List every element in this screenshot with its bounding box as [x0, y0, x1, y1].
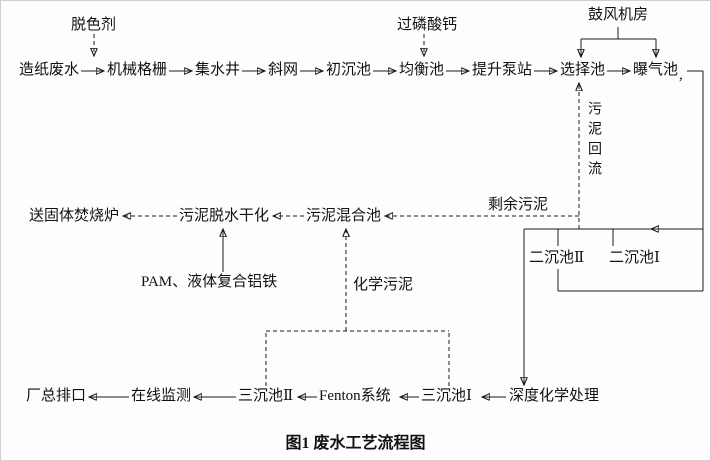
node-tertiary-tank-1: 三沉池Ⅰ — [421, 388, 472, 404]
node-decolorant: 脱色剂 — [71, 17, 117, 33]
node-blower-room: 鼓风机房 — [588, 7, 649, 23]
node-plant-outlet: 厂总排口 — [26, 388, 87, 404]
node-sludge-mixing-tank: 污泥混合池 — [306, 208, 382, 224]
node-superphosphate: 过磷酸钙 — [397, 17, 458, 33]
blower-branch — [581, 27, 656, 57]
sludge-dashed-lines — [123, 83, 579, 386]
node-paper-wastewater: 造纸废水 — [19, 62, 80, 78]
node-fenton-system: Fenton系统 — [319, 388, 391, 404]
node-selection-tank: 选择池 — [560, 62, 606, 78]
node-secondary-tank-1: 二沉池Ⅰ — [609, 250, 660, 266]
figure-caption: 图1 废水工艺流程图 — [285, 435, 426, 452]
node-sludge-dewatering: 污泥脱水干化 — [179, 208, 270, 224]
node-equalization-tank: 均衡池 — [399, 62, 445, 78]
node-lift-pump-station: 提升泵站 — [472, 62, 533, 78]
node-aeration-tank: 曝气池 — [633, 62, 679, 78]
node-excess-sludge-label: 剩余污泥 — [488, 197, 549, 213]
node-inclined-screen: 斜网 — [268, 62, 299, 78]
node-secondary-tank-2: 二沉池Ⅱ — [529, 250, 585, 266]
node-primary-tank: 初沉池 — [326, 62, 372, 78]
node-collection-well: 集水井 — [195, 62, 241, 78]
node-mechanical-screen: 机械格栅 — [107, 62, 168, 78]
node-tertiary-tank-2: 三沉池Ⅱ — [238, 388, 294, 404]
node-advanced-chemical: 深度化学处理 — [509, 388, 600, 404]
node-online-monitoring: 在线监测 — [131, 388, 192, 404]
node-pam-dosing: PAM、液体复合铝铁 — [141, 274, 278, 290]
stray-comma-mark: , — [679, 67, 683, 83]
node-to-incinerator: 送固体焚烧炉 — [29, 208, 120, 224]
node-sludge-return-label: 污泥回流 — [586, 101, 601, 181]
node-chemical-sludge-label: 化学污泥 — [353, 277, 414, 293]
dosing-arrows — [94, 34, 424, 56]
secondary-clarifier-piping — [524, 70, 704, 385]
